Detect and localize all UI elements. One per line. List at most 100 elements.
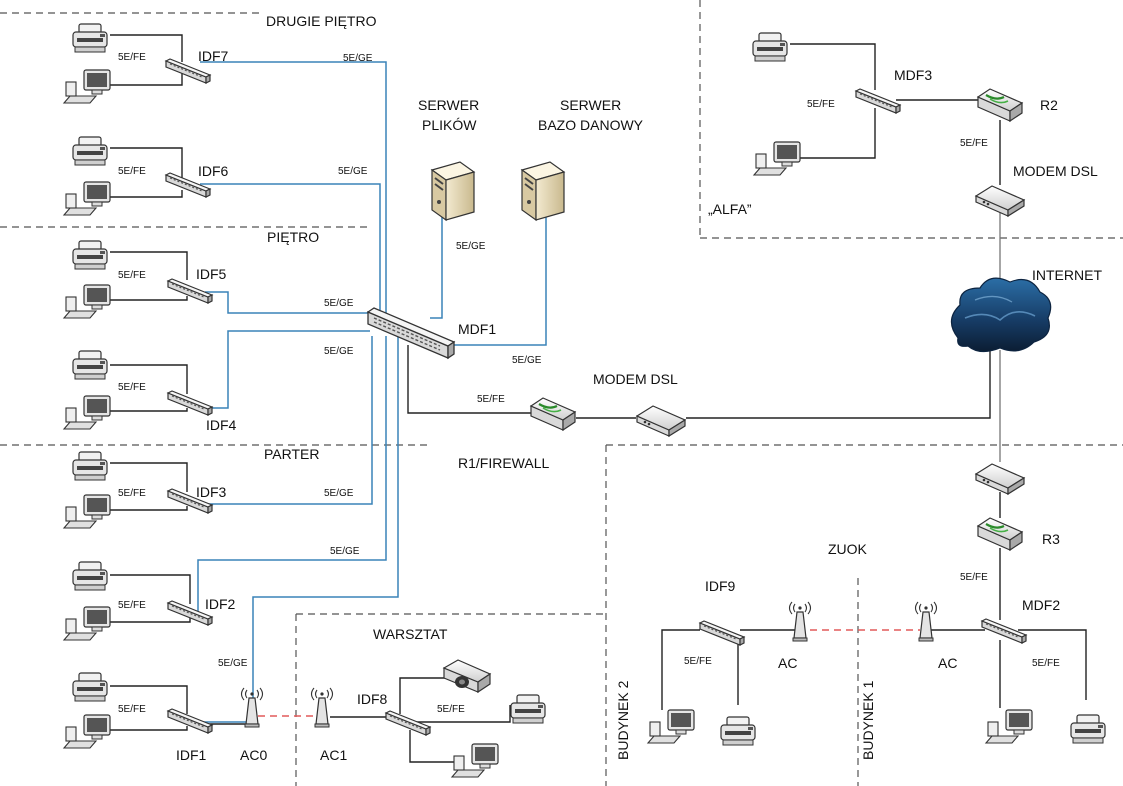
- cable-label: 5E/FE: [118, 270, 146, 281]
- label-idf8: IDF8: [357, 691, 388, 707]
- zone-label-pietro: PIĘTRO: [267, 229, 319, 245]
- switch-icon: [699, 620, 745, 646]
- cable-label: 5E/GE: [324, 346, 354, 357]
- printer-icon: [72, 672, 108, 702]
- computer-icon: [647, 709, 695, 744]
- wireless-links: [258, 629, 920, 717]
- label-ac-right: AC: [938, 655, 957, 671]
- printer-icon: [72, 451, 108, 481]
- zone-label-zuok: ZUOK: [828, 541, 868, 557]
- cable-label: 5E/FE: [960, 572, 988, 583]
- cable-label: 5E/FE: [960, 138, 988, 149]
- internet-cloud-icon: [950, 277, 1052, 353]
- switch-icon: [385, 710, 431, 736]
- label-idf6: IDF6: [198, 163, 229, 179]
- label-file-server-1: SERWER: [418, 97, 479, 113]
- cable-label: 5E/GE: [330, 546, 360, 557]
- printer-icon: [72, 136, 108, 166]
- core-switch-icon: [367, 307, 455, 359]
- cable-label: 5E/GE: [324, 488, 354, 499]
- cable-labels: 5E/FE 5E/FE 5E/FE 5E/FE 5E/FE 5E/FE 5E/F…: [118, 52, 1060, 715]
- label-idf4: IDF4: [206, 417, 237, 433]
- printer-icon: [72, 561, 108, 591]
- cable-label: 5E/FE: [118, 166, 146, 177]
- computer-icon: [63, 284, 111, 319]
- access-point-icon: [310, 687, 334, 728]
- cable-label: 5E/GE: [512, 355, 542, 366]
- label-ac-left: AC: [778, 655, 797, 671]
- label-r3: R3: [1042, 531, 1060, 547]
- label-ac1: AC1: [320, 747, 347, 763]
- printer-icon: [720, 716, 756, 746]
- cable-label: 5E/GE: [218, 658, 248, 669]
- cable-label: 5E/FE: [437, 704, 465, 715]
- printer-icon: [72, 240, 108, 270]
- label-idf5: IDF5: [196, 266, 227, 282]
- cable-label: 5E/FE: [684, 656, 712, 667]
- modem-icon: [975, 463, 1025, 495]
- label-file-server-2: PLIKÓW: [422, 117, 477, 133]
- label-r2: R2: [1040, 97, 1058, 113]
- computer-icon: [63, 395, 111, 430]
- cable-label: 5E/FE: [118, 600, 146, 611]
- cable-label: 5E/FE: [1032, 658, 1060, 669]
- computer-icon: [63, 69, 111, 104]
- modem-icon: [975, 185, 1025, 217]
- cable-label: 5E/GE: [343, 53, 373, 64]
- label-idf1: IDF1: [176, 747, 207, 763]
- computer-icon: [451, 743, 499, 778]
- router-icon: [976, 516, 1024, 552]
- cable-label: 5E/GE: [456, 241, 486, 252]
- database-server-icon: [521, 161, 565, 221]
- zone-label-budynek-2: BUDYNEK 2: [615, 680, 631, 760]
- computer-icon: [985, 709, 1033, 744]
- file-server-icon: [431, 161, 475, 221]
- computer-icon: [63, 181, 111, 216]
- modem-icon: [636, 405, 686, 437]
- printer-icon: [510, 694, 546, 724]
- label-mdf3: MDF3: [894, 67, 932, 83]
- label-idf9: IDF9: [705, 578, 736, 594]
- label-internet: INTERNET: [1032, 267, 1102, 283]
- cable-label: 5E/FE: [118, 52, 146, 63]
- cable-label: 5E/GE: [338, 166, 368, 177]
- computer-icon: [753, 141, 801, 176]
- zone-label-alfa: „ALFA”: [708, 201, 752, 217]
- router-icon: [976, 87, 1024, 123]
- idf-switches: [165, 58, 1027, 736]
- router-icon: [529, 396, 577, 432]
- label-idf3: IDF3: [196, 484, 227, 500]
- label-idf7: IDF7: [198, 48, 229, 64]
- label-db-server-2: BAZO DANOWY: [538, 117, 644, 133]
- printer-icon: [72, 350, 108, 380]
- device-labels: IDF7 IDF6 IDF5 IDF4 IDF3 IDF2 IDF1 IDF8 …: [176, 48, 1102, 763]
- printer-icon: [72, 23, 108, 53]
- computer-icon: [63, 606, 111, 641]
- zone-labels: DRUGIE PIĘTRO PIĘTRO PARTER WARSZTAT „AL…: [264, 13, 876, 760]
- zone-label-budynek-1: BUDYNEK 1: [860, 680, 876, 760]
- cable-label: 5E/FE: [477, 394, 505, 405]
- label-db-server-1: SERWER: [560, 97, 621, 113]
- switch-icon: [855, 88, 901, 114]
- cable-label: 5E/FE: [807, 99, 835, 110]
- zone-label-drugie-pietro: DRUGIE PIĘTRO: [266, 13, 377, 29]
- printer-icon: [752, 32, 788, 62]
- access-point-icon: [240, 687, 264, 728]
- zone-label-warsztat: WARSZTAT: [373, 626, 448, 642]
- access-links: [110, 34, 1087, 763]
- label-ac0: AC0: [240, 747, 267, 763]
- label-mdf1: MDF1: [458, 321, 496, 337]
- backbone-links: [197, 61, 547, 723]
- label-modem-1: MODEM DSL: [593, 371, 678, 387]
- zone-label-parter: PARTER: [264, 446, 320, 462]
- label-r1: R1/FIREWALL: [458, 455, 549, 471]
- computer-icon: [63, 714, 111, 749]
- access-point-icon: [788, 601, 812, 642]
- label-mdf2: MDF2: [1022, 597, 1060, 613]
- label-idf2: IDF2: [205, 596, 236, 612]
- cable-label: 5E/FE: [118, 382, 146, 393]
- endpoints-left: [63, 23, 111, 749]
- access-point-icon: [914, 601, 938, 642]
